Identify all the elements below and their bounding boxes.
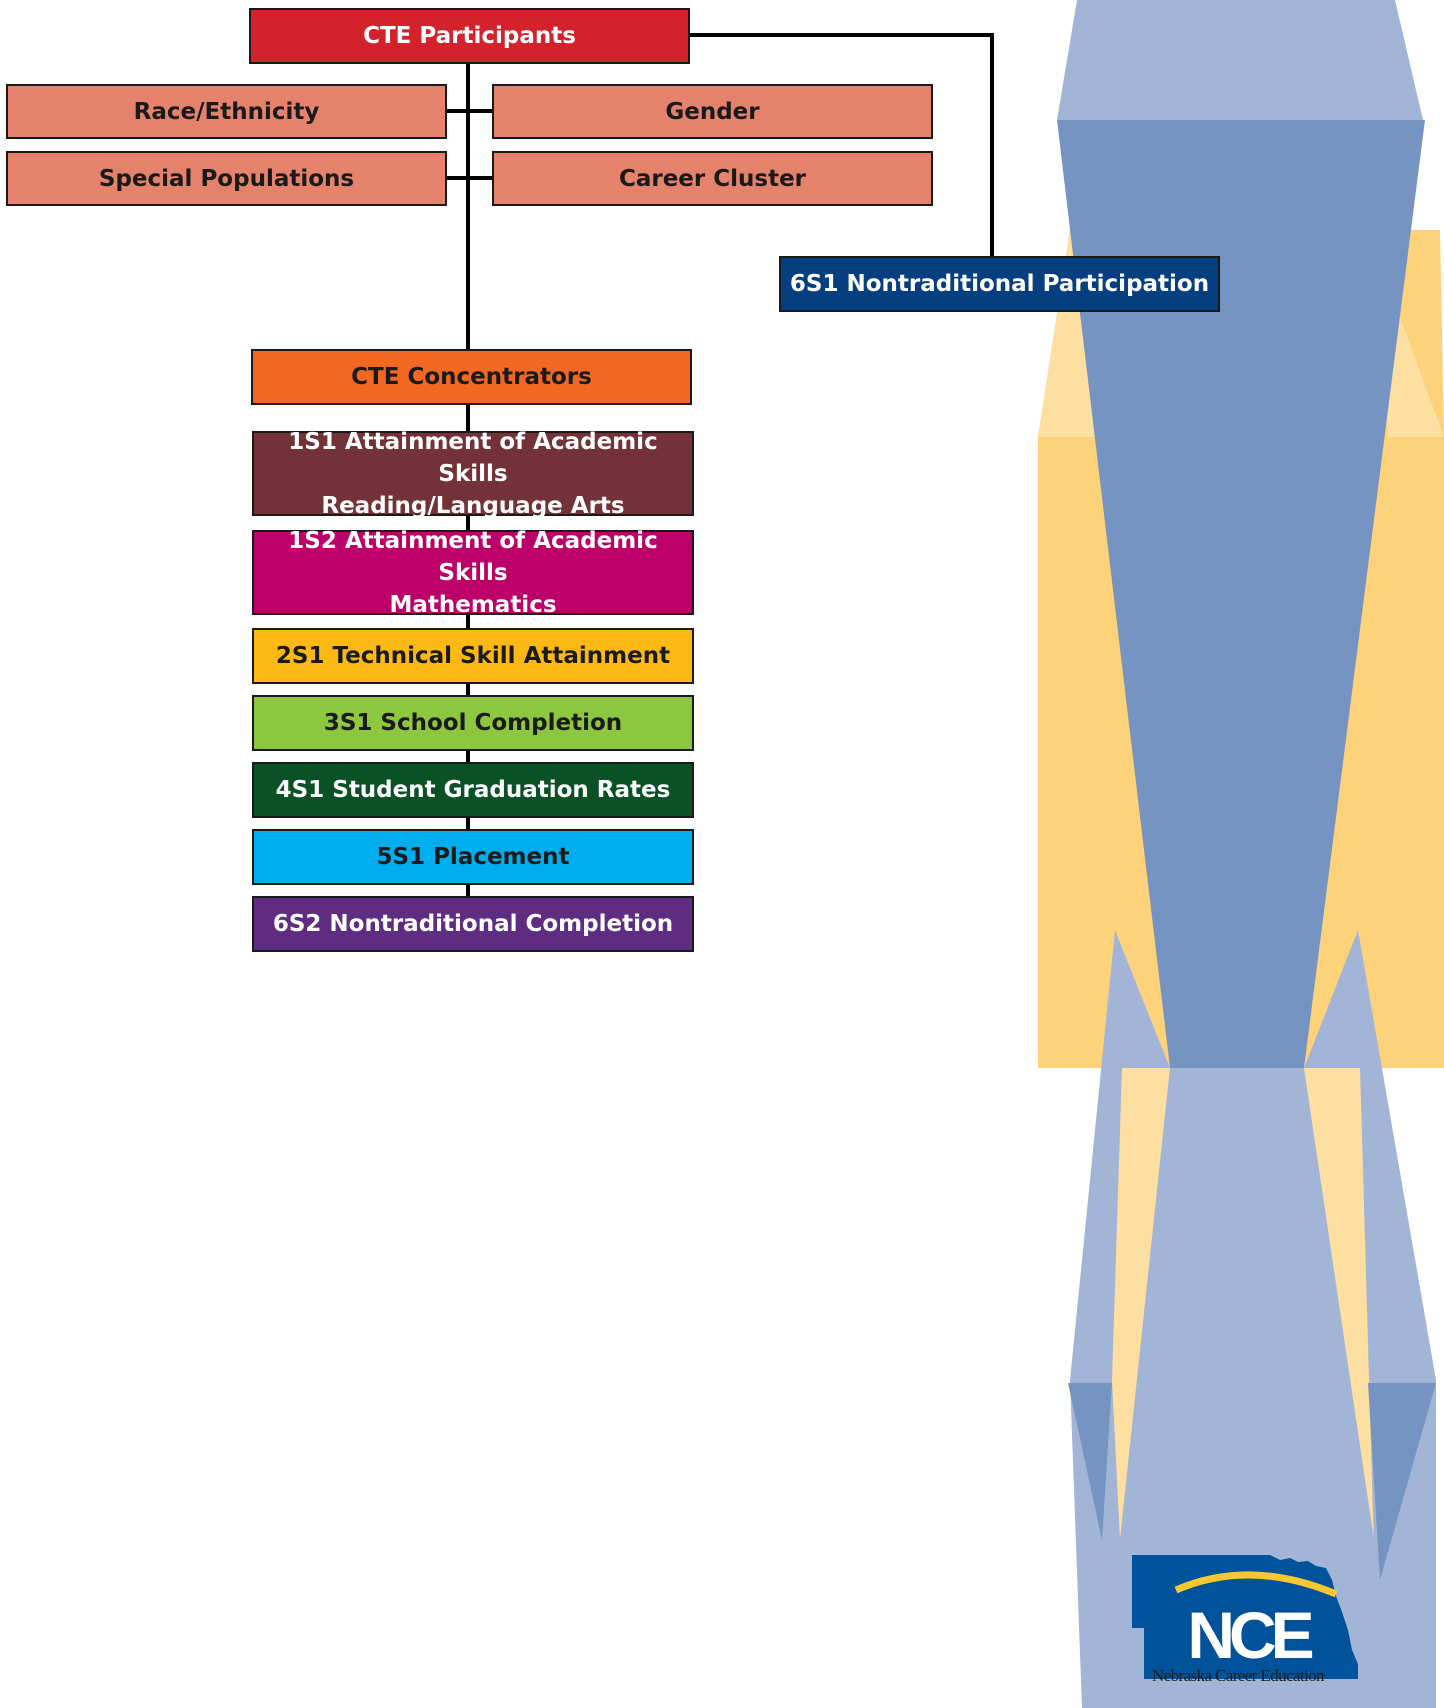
special-populations-box: Special Populations bbox=[6, 151, 447, 206]
cte-participants-label: CTE Participants bbox=[363, 23, 576, 49]
indicator-label-2s1: 2S1 Technical Skill Attainment bbox=[275, 643, 671, 669]
cte-concentrators-label: CTE Concentrators bbox=[351, 364, 592, 390]
connector-right-vertical bbox=[990, 33, 994, 259]
indicator-label-1s1: 1S1 Attainment of Academic Skills Readin… bbox=[288, 428, 658, 519]
indicator-box-3s1: 3S1 School Completion bbox=[252, 695, 694, 751]
column-lower-left-gold bbox=[1112, 1068, 1170, 1540]
indicator-label-5s1: 5S1 Placement bbox=[376, 844, 570, 870]
cte-concentrators-box: CTE Concentrators bbox=[251, 349, 692, 405]
nontraditional-participation-box: 6S1 Nontraditional Participation bbox=[779, 256, 1220, 312]
indicator-box-1s1: 1S1 Attainment of Academic Skills Readin… bbox=[252, 429, 694, 519]
race-ethnicity-label: Race/Ethnicity bbox=[133, 98, 320, 125]
indicator-label-3s1: 3S1 School Completion bbox=[323, 710, 623, 736]
indicator-label-1s2: 1S2 Attainment of Academic Skills Mathem… bbox=[288, 527, 658, 618]
column-bottom-right-dark bbox=[1368, 1383, 1436, 1580]
connector-top-right-horizontal bbox=[688, 33, 994, 37]
cte-participants-box: CTE Participants bbox=[249, 8, 690, 64]
indicator-box-6s2: 6S2 Nontraditional Completion bbox=[252, 896, 694, 952]
column-lower-center-blue bbox=[1082, 1068, 1400, 1708]
connector-row1-horizontal bbox=[446, 109, 494, 113]
career-cluster-box: Career Cluster bbox=[492, 151, 933, 206]
connector-main-vertical bbox=[466, 62, 470, 352]
column-bottom-left-dark bbox=[1068, 1383, 1112, 1540]
indicator-box-1s2: 1S2 Attainment of Academic Skills Mathem… bbox=[252, 528, 694, 618]
indicator-box-5s1: 5S1 Placement bbox=[252, 829, 694, 885]
race-ethnicity-box: Race/Ethnicity bbox=[6, 84, 447, 139]
career-cluster-label: Career Cluster bbox=[618, 165, 807, 192]
nce-logo-letters: NCE bbox=[1187, 1598, 1312, 1672]
column-top-light-blue bbox=[1057, 0, 1423, 120]
gender-label: Gender bbox=[665, 98, 760, 125]
indicator-label-4s1: 4S1 Student Graduation Rates bbox=[275, 777, 671, 803]
logo-gold-arc bbox=[1174, 1571, 1338, 1598]
column-main-mid-blue bbox=[1057, 120, 1425, 1068]
column-right-gold-wing bbox=[1304, 230, 1444, 1068]
connector-row2-horizontal bbox=[446, 176, 494, 180]
indicator-box-2s1: 2S1 Technical Skill Attainment bbox=[252, 628, 694, 684]
indicator-label-6s2: 6S2 Nontraditional Completion bbox=[272, 911, 674, 937]
nebraska-career-education-tagline: Nebraska Career Education bbox=[1152, 1666, 1325, 1685]
special-populations-label: Special Populations bbox=[98, 165, 355, 192]
nontraditional-participation-label: 6S1 Nontraditional Participation bbox=[789, 271, 1210, 297]
indicator-box-4s1: 4S1 Student Graduation Rates bbox=[252, 762, 694, 818]
gender-box: Gender bbox=[492, 84, 933, 139]
nce-logo: NCE bbox=[1132, 1555, 1358, 1679]
